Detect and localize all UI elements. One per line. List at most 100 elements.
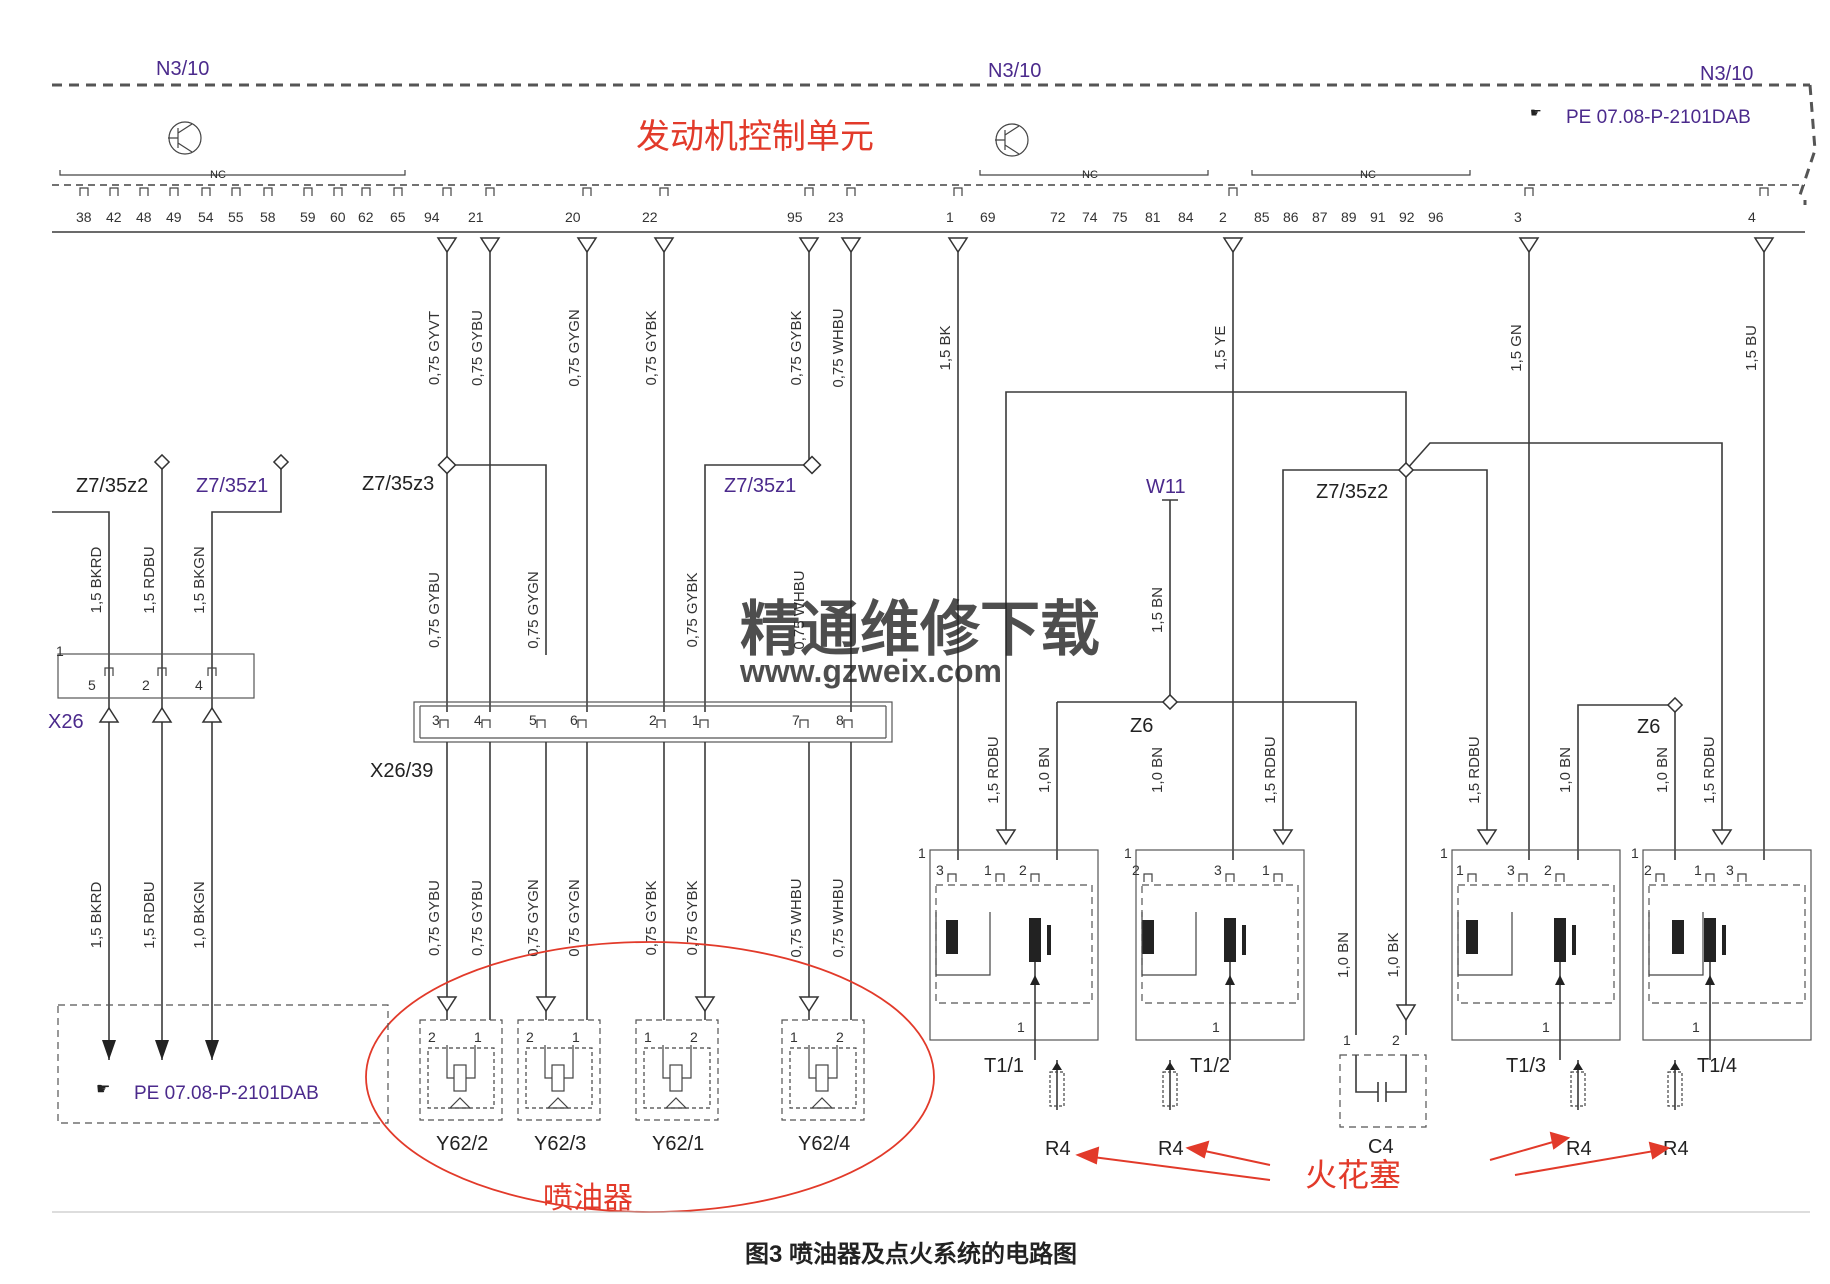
wire-label: 0,75 GYBK bbox=[788, 310, 805, 385]
pin-number: 8 bbox=[836, 712, 844, 728]
pin-socket-icon bbox=[231, 187, 241, 196]
connector-arrow-icon bbox=[1711, 829, 1733, 846]
pin-socket-icon bbox=[1228, 187, 1238, 196]
wire-label: 0,75 GYGN bbox=[566, 309, 583, 387]
connector-arrow-icon bbox=[653, 237, 675, 254]
wire-label: 1,5 BKRD bbox=[88, 881, 105, 948]
pin-number: 3 bbox=[432, 712, 440, 728]
connector-arrow-icon bbox=[1753, 237, 1775, 254]
wire-label: 1,0 BN bbox=[1335, 932, 1352, 978]
wire-label: 1,5 YE bbox=[1212, 326, 1229, 371]
pin-number: 1 bbox=[918, 845, 926, 861]
pin-socket-icon bbox=[439, 719, 449, 728]
pin-number: 3 bbox=[1507, 862, 1515, 878]
pin-socket-icon bbox=[536, 719, 546, 728]
injector-highlight-ellipse bbox=[365, 941, 935, 1213]
pin-number: 1 bbox=[572, 1029, 580, 1045]
pin-socket-icon bbox=[582, 187, 592, 196]
pin-socket-icon bbox=[1737, 873, 1747, 882]
x26-connector-label: X26 bbox=[48, 711, 84, 733]
pin-number: 60 bbox=[330, 209, 346, 225]
splice-node bbox=[1397, 461, 1415, 479]
ref-hand-icon: ☛ bbox=[96, 1081, 110, 1098]
connector-arrow-icon bbox=[798, 237, 820, 254]
module-id-left: N3/10 bbox=[156, 58, 209, 80]
splice-z7-35z3: Z7/35z3 bbox=[362, 473, 434, 495]
connector-arrow-icon bbox=[436, 996, 458, 1013]
pin-number: 87 bbox=[1312, 209, 1328, 225]
pin-number: 3 bbox=[936, 862, 944, 878]
pin-number: 1 bbox=[644, 1029, 652, 1045]
pin-number: 2 bbox=[690, 1029, 698, 1045]
wire-label: 1,5 RDBU bbox=[1466, 736, 1483, 804]
spark-plug-label: R4 bbox=[1158, 1138, 1184, 1160]
splice-node bbox=[437, 455, 457, 475]
wire-label: 1,5 RDBU bbox=[985, 736, 1002, 804]
splice-z7-35z2-left: Z7/35z2 bbox=[76, 475, 148, 497]
pin-number: 4 bbox=[195, 677, 203, 693]
pin-socket-icon bbox=[481, 719, 491, 728]
splice-node bbox=[1161, 693, 1179, 711]
transistor-icon bbox=[168, 121, 202, 155]
pin-socket-icon bbox=[207, 667, 217, 676]
pin-number: 1 bbox=[1631, 845, 1639, 861]
pin-number: 49 bbox=[166, 209, 182, 225]
pin-number: 1 bbox=[984, 862, 992, 878]
spark-plug-1: R4 bbox=[1045, 1060, 1071, 1160]
pin-number: 54 bbox=[198, 209, 214, 225]
pin-number: 65 bbox=[390, 209, 406, 225]
pin-socket-icon bbox=[139, 187, 149, 196]
splice-node bbox=[272, 453, 290, 471]
pin-number: 62 bbox=[358, 209, 374, 225]
wire-label: 0,75 WHBU bbox=[830, 308, 847, 387]
pin-socket-icon bbox=[442, 187, 452, 196]
ecu-ref-link[interactable]: PE 07.08-P-2101DAB bbox=[1566, 107, 1751, 128]
pin-number: 96 bbox=[1428, 209, 1444, 225]
pin-number: 2 bbox=[1132, 862, 1140, 878]
wire-label: 1,0 BN bbox=[1654, 747, 1671, 793]
spark-plug-icon bbox=[1570, 1071, 1586, 1107]
pin-socket-icon bbox=[303, 187, 313, 196]
splice-z7-35z2-right: Z7/35z2 bbox=[1316, 481, 1388, 503]
pin-number: 59 bbox=[300, 209, 316, 225]
pin-socket-icon bbox=[169, 187, 179, 196]
spark-plug-4: R4 bbox=[1663, 1060, 1689, 1160]
wire-label: 0,75 GYBK bbox=[643, 880, 660, 955]
pin-socket-icon bbox=[804, 187, 814, 196]
pin-number: 4 bbox=[1748, 209, 1756, 225]
pin-number: 72 bbox=[1050, 209, 1066, 225]
pin-socket-icon bbox=[846, 187, 856, 196]
pin-number: 2 bbox=[836, 1029, 844, 1045]
wire-label: 0,75 WHBU bbox=[788, 878, 805, 957]
watermark: 精通维修下载 www.gzweix.com bbox=[739, 596, 1100, 689]
pin-number: 2 bbox=[1392, 1032, 1400, 1048]
connector-arrow-icon bbox=[1272, 829, 1294, 846]
pin-number: 5 bbox=[529, 712, 537, 728]
ref-box bbox=[57, 1004, 389, 1124]
transistor-icon bbox=[995, 123, 1029, 157]
pin-number: 1 bbox=[1124, 845, 1132, 861]
spark-plug-label: R4 bbox=[1566, 1138, 1592, 1160]
wire-label: 1,0 BK bbox=[1385, 932, 1402, 977]
x26-39-connector bbox=[413, 701, 893, 743]
wire-label: 0,75 GYGN bbox=[525, 879, 542, 957]
wire-label: 1,0 BKGN bbox=[191, 881, 208, 949]
connector-arrow-icon bbox=[1518, 237, 1540, 254]
coil-winding-icon bbox=[946, 920, 958, 954]
spark-plug-icon bbox=[1049, 1071, 1065, 1107]
left-ref-link[interactable]: PE 07.08-P-2101DAB bbox=[134, 1083, 319, 1104]
wire-label: 1,5 GN bbox=[1508, 324, 1525, 372]
pin-number: 84 bbox=[1178, 209, 1194, 225]
down-arrow-icon bbox=[102, 1040, 116, 1060]
connector-arrow-icon bbox=[947, 237, 969, 254]
connector-arrow-icon bbox=[840, 237, 862, 254]
spark-plug-3: R4 bbox=[1566, 1060, 1592, 1160]
figure-caption: 图3 喷油器及点火系统的电路图 bbox=[745, 1240, 1077, 1268]
pin-socket-icon bbox=[995, 873, 1005, 882]
wire-label: 1,0 BN bbox=[1149, 747, 1166, 793]
coil-winding-icon bbox=[1142, 920, 1154, 954]
pin-socket-icon bbox=[393, 187, 403, 196]
